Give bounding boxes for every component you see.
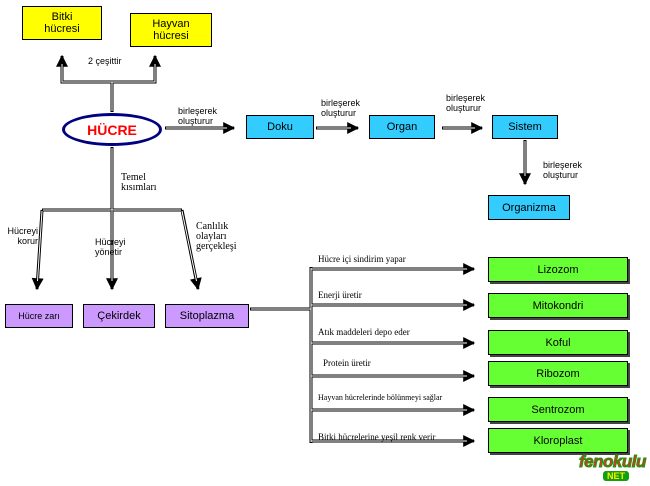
- mitochondria-box: Mitokondri: [488, 293, 628, 318]
- ribosome-box: Ribozom: [488, 361, 628, 386]
- connector-label-4: birleşerek oluşturur: [543, 160, 583, 180]
- membrane-box: Hücre zarı: [5, 304, 73, 328]
- membrane-role: Hücreyi korur: [7, 226, 38, 246]
- cytoplasm-role: Canlılık olayları gerçekleşi: [196, 221, 237, 252]
- lysosome-function: Hücre içi sindirim yapar: [318, 254, 406, 264]
- plant-cell-box: Bitki hücresi: [22, 6, 102, 40]
- vacuole-box: Koful: [488, 330, 628, 355]
- cytoplasm-box: Sitoplazma: [165, 304, 249, 328]
- animal-cell-box: Hayvan hücresi: [130, 13, 212, 47]
- logo-main-text: fenokulu: [579, 452, 647, 472]
- chloroplast-function: Bitki hücrelerine yeşil renk verir: [318, 432, 436, 442]
- types-note: 2 çeşittir: [88, 56, 122, 66]
- lysosome-box: Lizozom: [488, 257, 628, 282]
- organism-box: Organizma: [488, 195, 570, 220]
- site-logo: fenokulu NET: [579, 452, 649, 486]
- tissue-box: Doku: [246, 115, 314, 139]
- centrosome-box: Sentrozom: [488, 397, 628, 422]
- connector-label-1: birleşerek oluşturur: [178, 106, 218, 126]
- centrosome-function: Hayvan hücrelerinde bölünmeyi sağlar: [318, 393, 443, 402]
- connector-label-2: birleşerek oluşturur: [321, 98, 361, 118]
- ribosome-function: Protein üretir: [323, 358, 371, 368]
- logo-sub-text: NET: [603, 471, 629, 481]
- nucleus-box: Çekirdek: [83, 304, 155, 328]
- organ-box: Organ: [369, 115, 435, 139]
- vacuole-function: Atık maddeleri depo eder: [318, 327, 410, 337]
- parts-note: Temel kısımları: [121, 172, 157, 193]
- system-box: Sistem: [492, 115, 558, 139]
- mitochondria-function: Enerji üretir: [318, 290, 362, 300]
- nucleus-role: Hücreyi yönetir: [95, 237, 126, 257]
- connector-label-3: birleşerek oluşturur: [446, 93, 486, 113]
- chloroplast-box: Kloroplast: [488, 428, 628, 453]
- cell-center-node: HÜCRE: [62, 113, 162, 146]
